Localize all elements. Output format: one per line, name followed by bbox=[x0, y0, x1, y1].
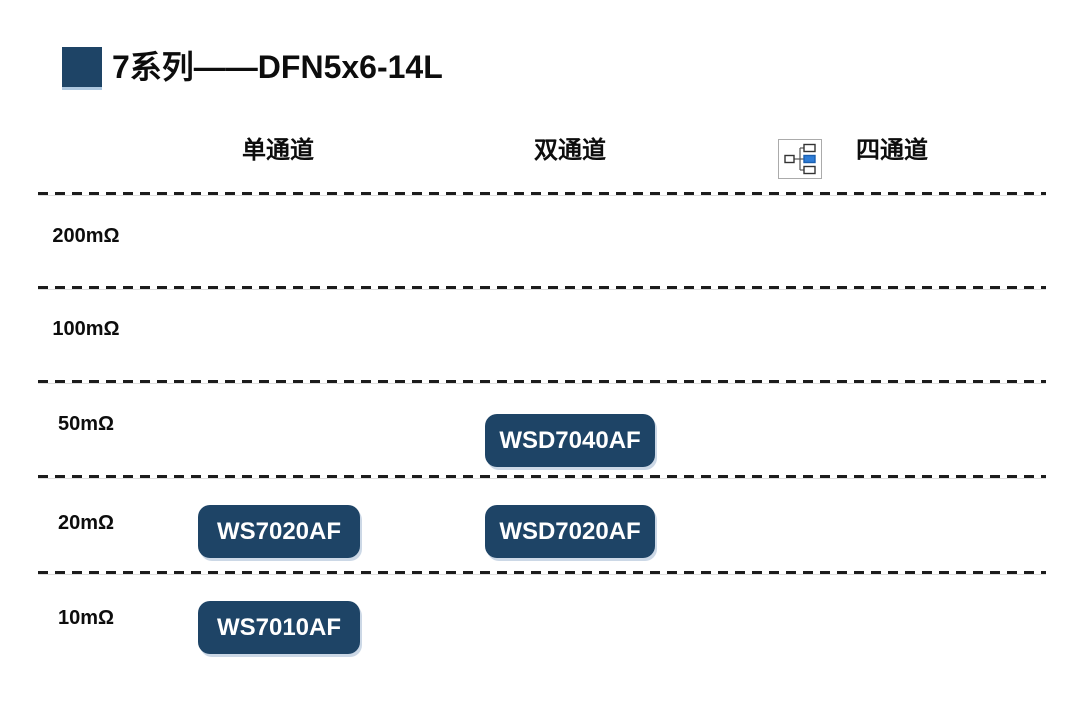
row-label-10mohm: 10mΩ bbox=[57, 607, 115, 629]
page-title: 7系列——DFN5x6-14L bbox=[112, 49, 443, 85]
row-label-50mohm: 50mΩ bbox=[57, 413, 115, 435]
product-chip-wsd7020af: WSD7020AF bbox=[485, 505, 655, 558]
title-accent-square bbox=[62, 47, 102, 87]
column-header-quad-channel: 四通道 bbox=[778, 130, 928, 180]
product-chip-ws7010af: WS7010AF bbox=[198, 601, 360, 654]
dashed-separator-5 bbox=[38, 571, 1046, 574]
product-chip-wsd7040af: WSD7040AF bbox=[485, 414, 655, 467]
dashed-separator-2 bbox=[38, 286, 1046, 289]
dashed-separator-3 bbox=[38, 380, 1046, 383]
column-header-dual-channel: 双通道 bbox=[534, 137, 606, 164]
column-header-quad-channel-label: 四通道 bbox=[856, 137, 928, 164]
column-header-single-channel: 单通道 bbox=[242, 137, 314, 164]
row-label-200mohm: 200mΩ bbox=[52, 225, 120, 247]
row-label-100mohm: 100mΩ bbox=[52, 318, 120, 340]
row-label-20mohm: 20mΩ bbox=[57, 512, 115, 534]
dashed-separator-4 bbox=[38, 475, 1046, 478]
title-block: 7系列——DFN5x6-14L bbox=[62, 47, 443, 87]
org-chart-placeholder-icon bbox=[778, 139, 822, 179]
dashed-separator-1 bbox=[38, 192, 1046, 195]
product-chip-ws7020af: WS7020AF bbox=[198, 505, 360, 558]
